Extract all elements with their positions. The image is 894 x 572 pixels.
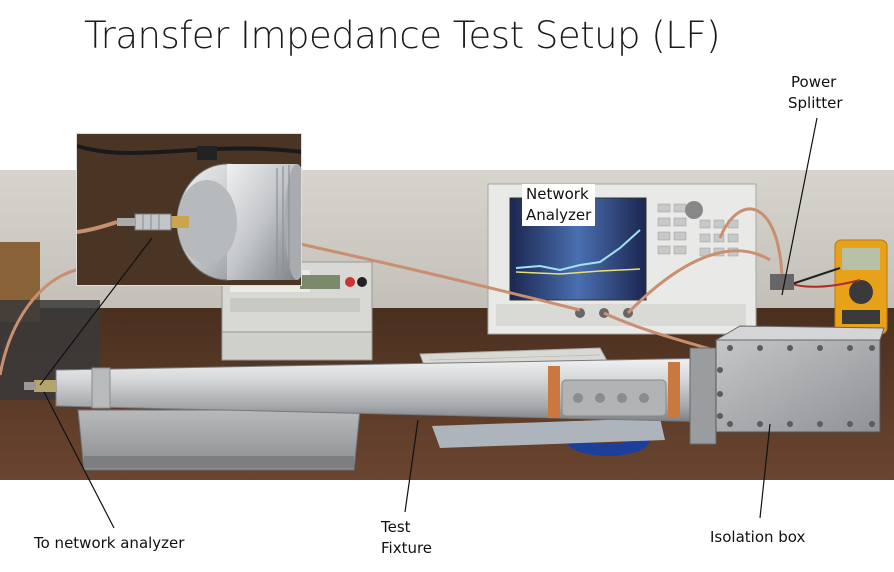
power-splitter-label-line2: Splitter [788, 94, 843, 112]
network-analyzer-label-line1: Network [526, 185, 589, 203]
slide-title: Transfer Impedance Test Setup (LF) [84, 14, 721, 57]
connector-closeup-inset [76, 133, 302, 286]
test-fixture-label: Test Fixture [381, 517, 432, 559]
power-splitter-label: Power Splitter [788, 72, 843, 114]
power-splitter-label-line1: Power [791, 73, 837, 91]
isolation-box-label: Isolation box [710, 528, 806, 546]
to-network-analyzer-label: To network analyzer [34, 534, 185, 552]
network-analyzer-label: Network Analyzer [522, 184, 596, 226]
test-fixture-label-line2: Fixture [381, 539, 433, 557]
network-analyzer-label-line2: Analyzer [526, 206, 592, 224]
test-fixture-label-line1: Test [381, 518, 411, 536]
